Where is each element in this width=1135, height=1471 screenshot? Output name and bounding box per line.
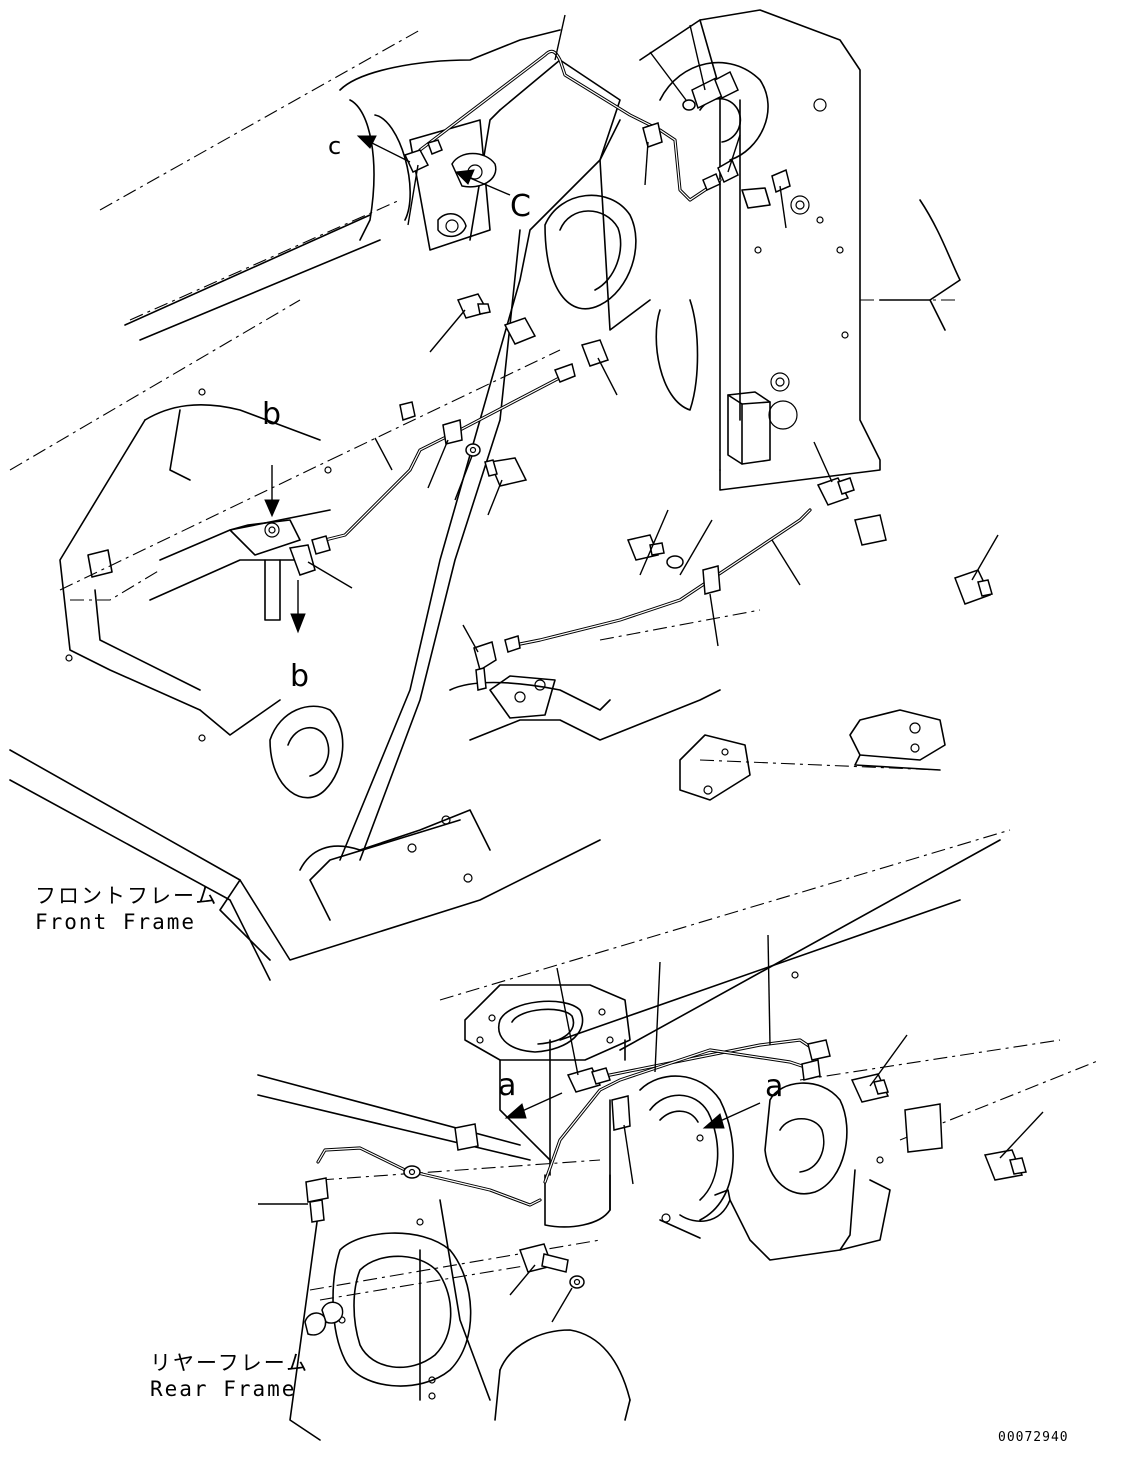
label-c-large: C [510, 189, 531, 224]
rear-frame-caption-jp: リヤーフレーム [150, 1351, 309, 1375]
front-frame-leaders [264, 14, 999, 653]
label-a-right: a [765, 1069, 783, 1104]
rear-frame-body [257, 829, 1101, 1441]
label-c-small: c [328, 132, 341, 160]
rear-frame-leaders [258, 934, 1044, 1323]
rear-frame-caption-en: Rear Frame [150, 1377, 296, 1401]
front-frame-caption-jp: フロントフレーム [35, 884, 218, 908]
label-a-left: a [498, 1068, 516, 1103]
label-b-bottom: b [290, 659, 309, 694]
drawing-code: 00072940 [998, 1430, 1069, 1445]
label-b-top: b [262, 397, 281, 432]
rear-frame-piping [305, 1038, 1027, 1289]
front-frame-caption-en: Front Frame [35, 910, 196, 934]
front-frame-body [9, 9, 961, 981]
front-frame-piping [288, 49, 993, 691]
